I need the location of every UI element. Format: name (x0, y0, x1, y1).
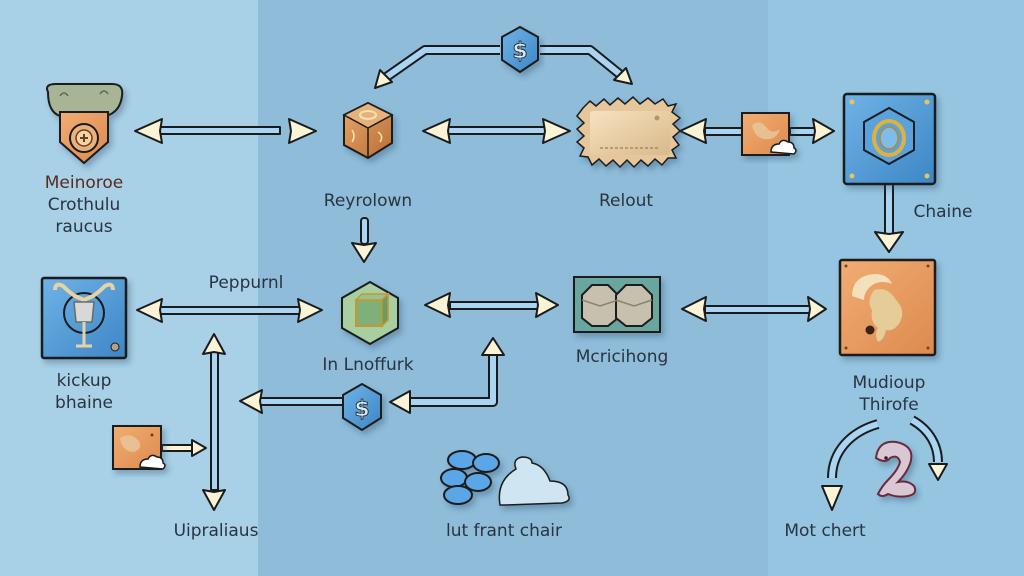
node-label-line: Mudioup (852, 373, 926, 393)
node-label-uipraliaus: Uipraliaus (174, 520, 259, 542)
node-label-mot-chert: Mot chert (784, 520, 865, 542)
node-label-mcricihong: Mcricihong (576, 346, 669, 368)
arrow-reyrolown-relout (422, 118, 571, 144)
shield-badge-icon[interactable] (46, 83, 124, 165)
node-label-kickup: kickup bhaine (55, 370, 113, 414)
node-label-line: Crothulu (47, 195, 121, 215)
ring-hexagon-tile-icon[interactable] (842, 92, 937, 186)
trophy-tile-icon[interactable] (40, 276, 128, 360)
arrow-small-map-card-uipraliaus (161, 439, 207, 457)
node-label-line: Peppurnl (208, 273, 284, 293)
arrow-mcricihong-mudioup (681, 296, 827, 322)
node-label-line: Meinoroe (44, 173, 124, 193)
stones-cloud-icon[interactable] (440, 450, 570, 506)
green-hex-cube-icon[interactable] (341, 280, 399, 346)
node-label-line: Thirofe (859, 395, 919, 415)
node-label-line: In Lnoffurk (322, 355, 414, 375)
arrow-chaine-mudioup (874, 183, 904, 253)
node-label-peppurnl: Peppurnl (209, 272, 284, 294)
node-label-line: kickup (56, 371, 112, 391)
dollar-symbol-bottom: $ (354, 397, 369, 422)
arrow-dollar-bottom-kickup (239, 389, 344, 414)
node-label-reyrolown: Reyrolown (324, 190, 412, 212)
node-label-line: bhaine (55, 393, 113, 413)
node-label-chaine: Chaine (913, 201, 972, 223)
arrow-meinoroe-reyrolown (134, 118, 317, 144)
small-map-card-icon[interactable] (112, 425, 166, 470)
dollar-hexagon-icon[interactable]: $ (342, 382, 382, 432)
map-card-icon[interactable] (741, 112, 797, 156)
dollar-symbol-top: $ (512, 39, 527, 64)
node-label-line: Relout (598, 191, 654, 211)
ram-tile-icon[interactable] (838, 258, 937, 357)
node-label-lut-frant-chair: lut frant chair (446, 520, 562, 542)
twin-stones-icon[interactable] (573, 276, 661, 333)
node-label-line: Uipraliaus (173, 521, 259, 541)
node-label-relout: Relout (599, 190, 653, 212)
arrow-dollar-to-relout (540, 45, 633, 85)
arrow-mcricihong-dollar-bottom (389, 337, 505, 414)
arrow-reyrolown-in-lnoffurk (351, 217, 377, 263)
arrow-kickup-in-lnoffurk (136, 298, 323, 323)
dollar-hexagon-icon[interactable]: $ (501, 25, 539, 74)
arrow-mudioup-mot-chert (821, 415, 948, 511)
node-label-line: Mot chert (784, 521, 866, 541)
arrow-dollar-to-reyrolown (374, 45, 500, 89)
wooden-cube-icon[interactable] (342, 101, 394, 160)
arrow-relout-chaine (679, 118, 835, 144)
node-label-line: raucus (55, 217, 113, 237)
node-label-in-lnoffurk: In Lnoffurk (322, 354, 413, 376)
node-label-line: lut frant chair (445, 521, 563, 541)
node-label-meinoroe: Meinoroe Crothulu raucus (45, 172, 124, 238)
arrow-in-lnoffurk-mcricihong (424, 292, 559, 318)
node-label-line: Mcricihong (575, 347, 669, 367)
torn-parchment-icon[interactable] (575, 95, 682, 169)
node-label-mudioup: Mudioup Thirofe (853, 372, 926, 416)
number-two-creature-icon[interactable] (874, 440, 917, 498)
node-label-line: Reyrolown (323, 191, 413, 211)
node-label-line: Chaine (913, 202, 973, 222)
arrow-uipraliaus-kickup (202, 333, 226, 511)
